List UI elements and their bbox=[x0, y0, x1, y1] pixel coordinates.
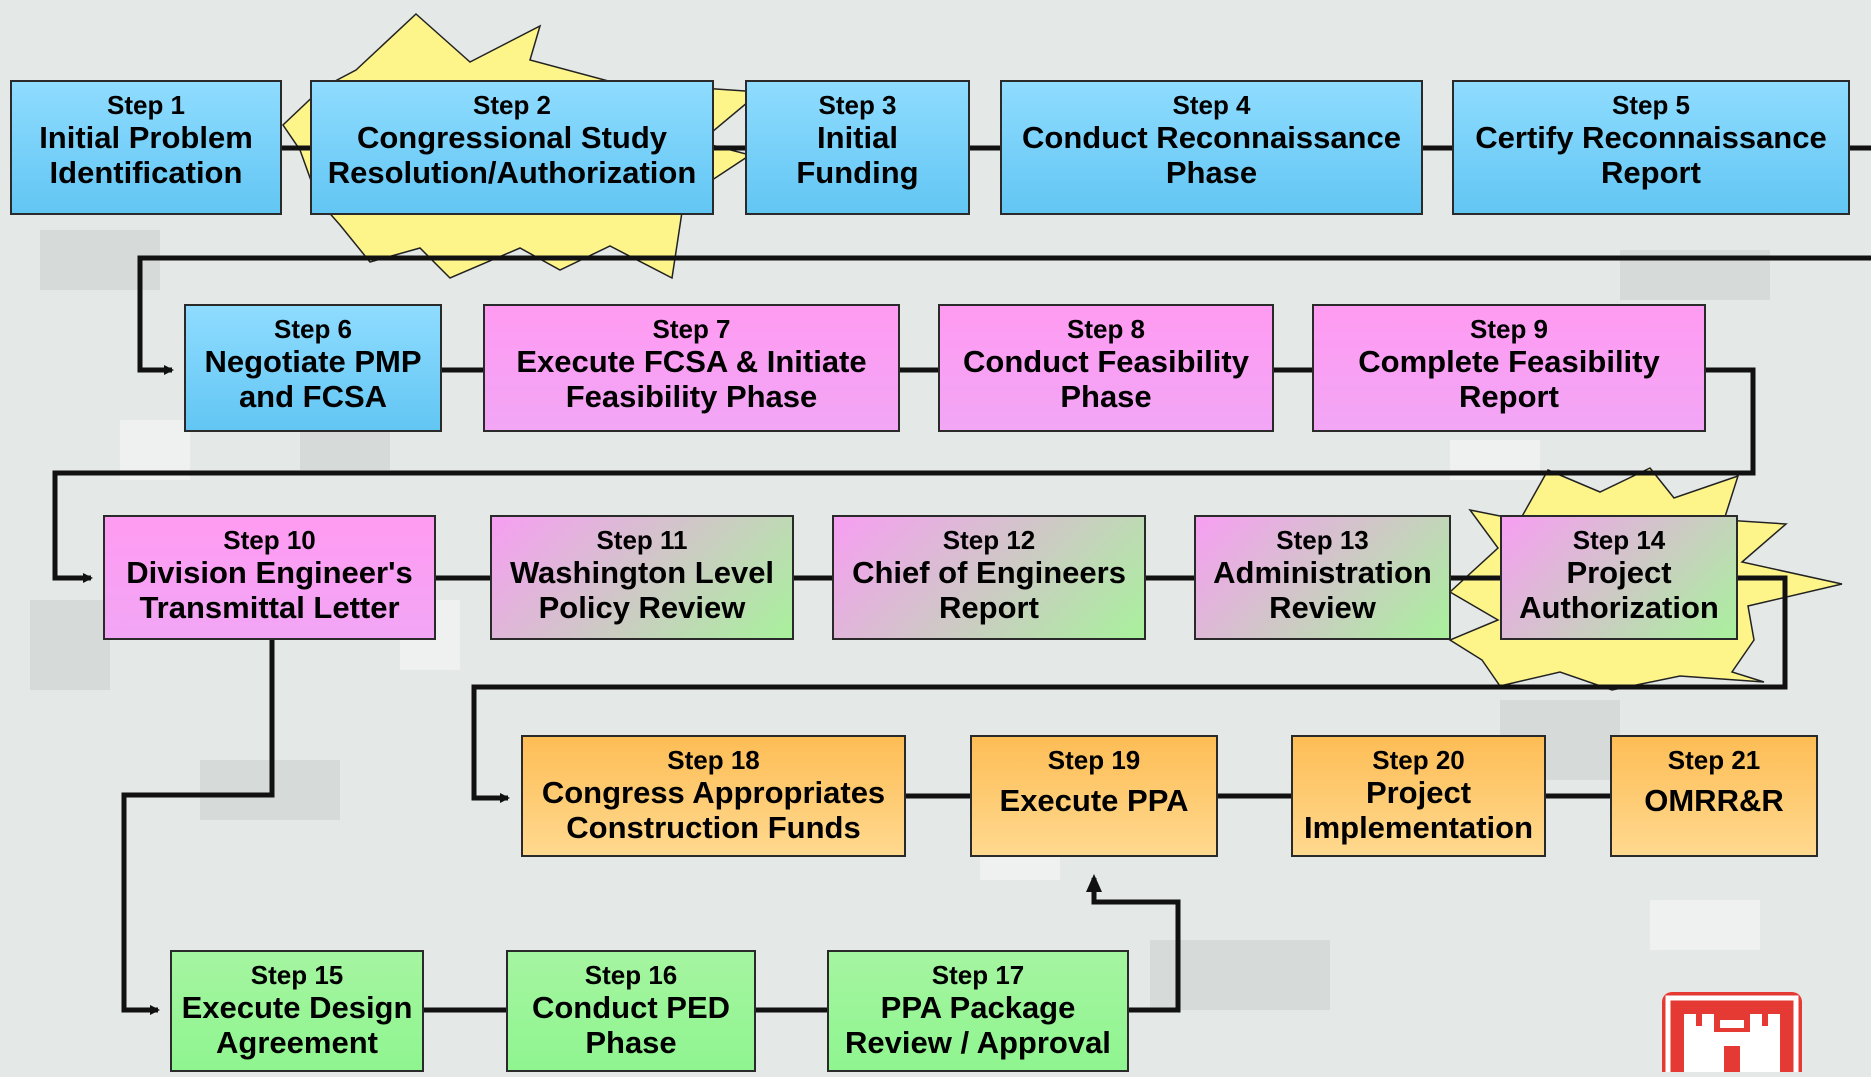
step-title-line-2: Report bbox=[1459, 379, 1559, 414]
step-title-line-1: Congressional Study bbox=[356, 120, 668, 155]
step-title-line-2: Phase bbox=[1060, 379, 1152, 414]
step-14-box[interactable]: Step 14 Project Authorization bbox=[1500, 515, 1738, 640]
step-2-box[interactable]: Step 2 Congressional Study Resolution/Au… bbox=[310, 80, 714, 215]
step-title-line-2: Agreement bbox=[216, 1025, 378, 1060]
step-label: Step 8 bbox=[1066, 314, 1146, 344]
step-label: Step 14 bbox=[1572, 525, 1666, 555]
step-title-line-2: Review / Approval bbox=[845, 1025, 1111, 1060]
step-title-line-2: Review bbox=[1269, 590, 1376, 625]
castle-logo-icon bbox=[1662, 992, 1802, 1077]
step-title-line-2: Phase bbox=[1165, 155, 1258, 190]
step-label: Step 3 bbox=[818, 90, 897, 120]
step-title-line-2: Transmittal Letter bbox=[139, 590, 400, 625]
step-title-line-2: Report bbox=[939, 590, 1039, 625]
step-title-line-1: Washington Level bbox=[509, 555, 775, 590]
step-label: Step 7 bbox=[652, 314, 731, 344]
castle-logo-glyph bbox=[1665, 995, 1799, 1077]
step-title-line-1: Initial bbox=[817, 120, 898, 155]
step-5-box[interactable]: Step 5 Certify Reconnaissance Report bbox=[1452, 80, 1850, 215]
step-18-box[interactable]: Step 18 Congress Appropriates Constructi… bbox=[521, 735, 906, 857]
step-title-line-1: Congress Appropriates bbox=[541, 775, 886, 810]
step-19-box[interactable]: Step 19 Execute PPA bbox=[970, 735, 1218, 857]
step-11-box[interactable]: Step 11 Washington Level Policy Review bbox=[490, 515, 794, 640]
step-title-line-2: and FCSA bbox=[238, 379, 388, 414]
step-9-box[interactable]: Step 9 Complete Feasibility Report bbox=[1312, 304, 1706, 432]
step-title-line-1: PPA Package bbox=[880, 990, 1076, 1025]
step-13-box[interactable]: Step 13 Administration Review bbox=[1194, 515, 1451, 640]
step-title-line-1: Project bbox=[1365, 775, 1472, 810]
step-12-box[interactable]: Step 12 Chief of Engineers Report bbox=[832, 515, 1146, 640]
step-label: Step 4 bbox=[1172, 90, 1251, 120]
step-label: Step 15 bbox=[250, 960, 344, 990]
step-title-line-1: Execute PPA bbox=[999, 783, 1189, 818]
step-20-box[interactable]: Step 20 Project Implementation bbox=[1291, 735, 1546, 857]
step-title-line-1: Administration bbox=[1213, 555, 1432, 590]
step-title-line-1: Conduct Feasibility bbox=[963, 344, 1249, 379]
step-title-line-1: Division Engineer's bbox=[126, 555, 413, 590]
step-label: Step 19 bbox=[1047, 745, 1141, 775]
step-3-box[interactable]: Step 3 Initial Funding bbox=[745, 80, 970, 215]
step-8-box[interactable]: Step 8 Conduct Feasibility Phase bbox=[938, 304, 1274, 432]
step-label: Step 20 bbox=[1372, 745, 1465, 775]
step-label: Step 18 bbox=[667, 745, 760, 775]
step-title-line-2: Report bbox=[1601, 155, 1701, 190]
step-label: Step 17 bbox=[931, 960, 1025, 990]
step-title-line-2: Implementation bbox=[1303, 810, 1534, 845]
step-15-box[interactable]: Step 15 Execute Design Agreement bbox=[170, 950, 424, 1072]
step-6-box[interactable]: Step 6 Negotiate PMP and FCSA bbox=[184, 304, 442, 432]
step-label: Step 6 bbox=[273, 314, 353, 344]
step-title-line-2: Construction Funds bbox=[566, 810, 861, 845]
step-label: Step 5 bbox=[1611, 90, 1691, 120]
step-label: Step 16 bbox=[584, 960, 678, 990]
step-7-box[interactable]: Step 7 Execute FCSA & Initiate Feasibili… bbox=[483, 304, 900, 432]
step-title-line-1: Certify Reconnaissance bbox=[1475, 120, 1827, 155]
step-label: Step 9 bbox=[1469, 314, 1549, 344]
step-title-line-1: Complete Feasibility bbox=[1358, 344, 1660, 379]
step-label: Step 1 bbox=[106, 90, 186, 120]
step-title-line-1: Initial Problem bbox=[39, 120, 253, 155]
step-10-box[interactable]: Step 10 Division Engineer's Transmittal … bbox=[103, 515, 436, 640]
step-21-box[interactable]: Step 21 OMRR&R bbox=[1610, 735, 1818, 857]
step-title-line-1: Conduct Reconnaissance bbox=[1022, 120, 1401, 155]
step-title-line-2: Phase bbox=[585, 1025, 677, 1060]
step-label: Step 21 bbox=[1667, 745, 1761, 775]
step-title-line-1: Execute Design bbox=[181, 990, 413, 1025]
step-17-box[interactable]: Step 17 PPA Package Review / Approval bbox=[827, 950, 1129, 1072]
step-title-line-1: OMRR&R bbox=[1644, 783, 1784, 818]
step-label: Step 2 bbox=[472, 90, 552, 120]
step-1-box[interactable]: Step 1 Initial Problem Identification bbox=[10, 80, 282, 215]
step-title-line-1: Chief of Engineers bbox=[852, 555, 1126, 590]
step-title-line-1: Project bbox=[1566, 555, 1672, 590]
step-title-line-2: Funding bbox=[796, 155, 919, 190]
step-16-box[interactable]: Step 16 Conduct PED Phase bbox=[506, 950, 756, 1072]
step-title-line-2: Identification bbox=[49, 155, 243, 190]
step-title-line-2: Policy Review bbox=[538, 590, 746, 625]
step-4-box[interactable]: Step 4 Conduct Reconnaissance Phase bbox=[1000, 80, 1423, 215]
step-label: Step 13 bbox=[1276, 525, 1369, 555]
step-title-line-2: Feasibility Phase bbox=[565, 379, 818, 414]
step-title-line-1: Conduct PED bbox=[531, 990, 731, 1025]
step-label: Step 12 bbox=[942, 525, 1036, 555]
step-title-line-2: Resolution/Authorization bbox=[327, 155, 697, 190]
step-label: Step 11 bbox=[596, 525, 688, 555]
step-title-line-1: Execute FCSA & Initiate bbox=[516, 344, 867, 379]
step-title-line-2: Authorization bbox=[1519, 590, 1719, 625]
step-title-line-1: Negotiate PMP bbox=[204, 344, 422, 379]
step-label: Step 10 bbox=[223, 525, 316, 555]
